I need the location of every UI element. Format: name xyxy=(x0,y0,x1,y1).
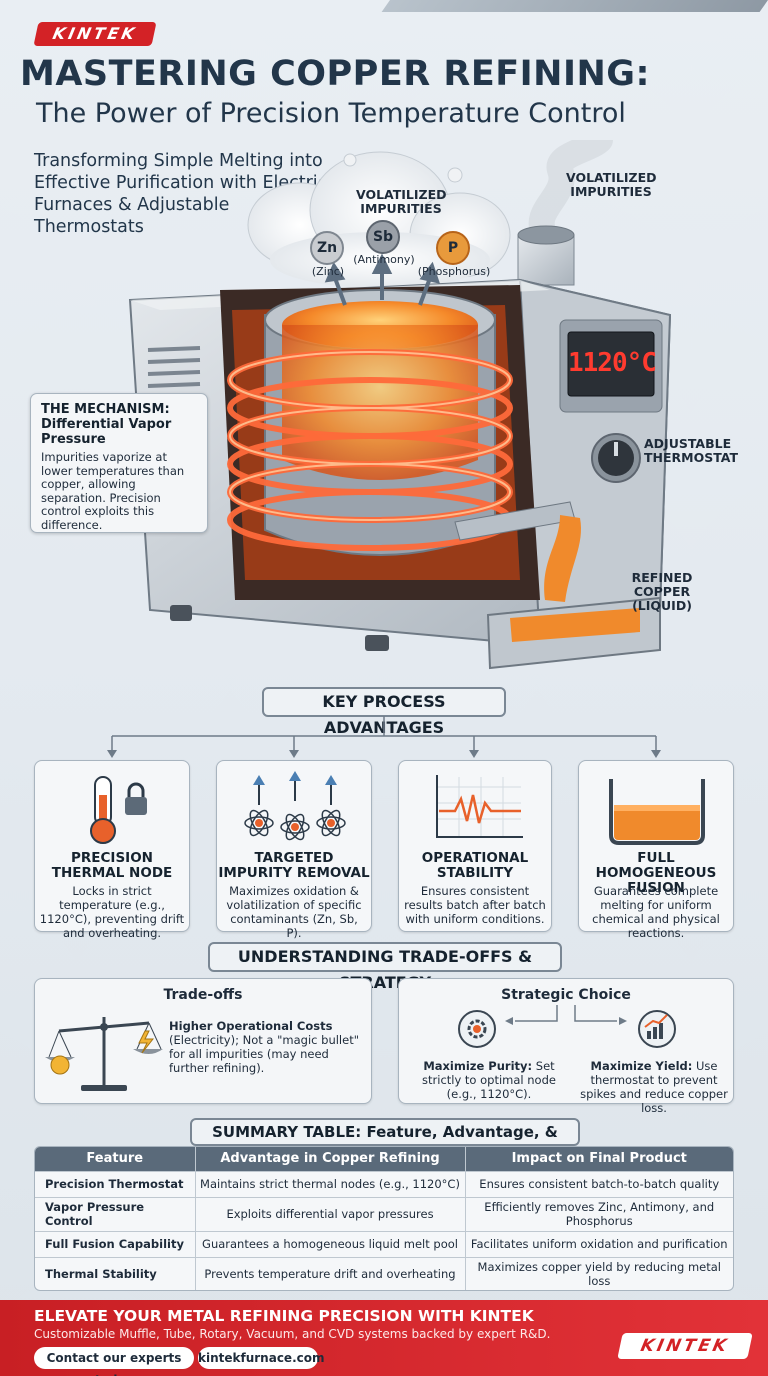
table-cell: Full Fusion Capability xyxy=(35,1230,195,1257)
table-cell: Facilitates uniform oxidation and purifi… xyxy=(464,1230,733,1257)
yield-text: Use thermostat to prevent spikes and red… xyxy=(580,1059,728,1115)
contact-button[interactable]: Contact our experts today xyxy=(34,1347,194,1376)
tradeoffs-title: Trade-offs xyxy=(163,987,243,1003)
table-row: Full Fusion Capability Guarantees a homo… xyxy=(35,1230,733,1257)
phosphorus-icon: P xyxy=(436,231,470,265)
table-cell: Guarantees a homogeneous liquid melt poo… xyxy=(194,1230,465,1257)
advantage-card-3: OPERATIONAL STABILITY Ensures consistent… xyxy=(398,760,552,932)
strategy-title: Strategic Choice xyxy=(501,987,631,1003)
advantages-connector xyxy=(107,716,661,758)
col-advantage: Advantage in Copper Refining xyxy=(194,1147,465,1171)
tradeoffs-detail: (Electricity); Not a "magic bullet" for … xyxy=(169,1033,359,1075)
kintek-logo: KINTEK xyxy=(33,22,157,46)
mechanism-text: Impurities vaporize at lower temperature… xyxy=(41,450,185,532)
tradeoffs-panel: Trade-offs Higher Operational Costs (Ele… xyxy=(34,978,372,1104)
stability-graph-icon xyxy=(436,775,523,838)
table-cell: Thermal Stability xyxy=(35,1256,195,1290)
top-decor-bar xyxy=(381,0,768,12)
table-cell: Efficiently removes Zinc, Antimony, and … xyxy=(464,1196,733,1231)
table-cell: Exploits differential vapor pressures xyxy=(194,1196,465,1231)
summary-table: Feature Advantage in Copper Refining Imp… xyxy=(34,1146,734,1291)
table-cell: Precision Thermostat xyxy=(35,1170,195,1197)
thermometer-lock-icon xyxy=(90,776,147,844)
refined-copper-label: REFINED COPPER (LIQUID) xyxy=(631,570,693,613)
footer-title: ELEVATE YOUR METAL REFINING PRECISION WI… xyxy=(34,1307,534,1325)
advantage-text-2: Maximizes oxidation & volatilization of … xyxy=(226,884,362,940)
page-subtitle: The Power of Precision Temperature Contr… xyxy=(36,98,626,129)
advantage-text-1: Locks in strict temperature (e.g., 1120°… xyxy=(39,884,185,940)
footer-subtitle: Customizable Muffle, Tube, Rotary, Vacuu… xyxy=(34,1327,551,1341)
advantage-text-4: Guarantees complete melting for uniform … xyxy=(592,884,720,940)
table-cell: Maintains strict thermal nodes (e.g., 11… xyxy=(194,1170,465,1197)
antimony-icon: Sb xyxy=(366,220,400,254)
mechanism-title: THE MECHANISM: Differential Vapor Pressu… xyxy=(41,402,172,447)
advantage-card-1: PRECISION THERMAL NODE Locks in strict t… xyxy=(34,760,190,940)
advantage-title-1: PRECISION THERMAL NODE xyxy=(51,850,173,881)
furnace-illustration xyxy=(128,140,672,670)
strategy-diagram xyxy=(458,1005,676,1048)
advantage-title-3: OPERATIONAL STABILITY xyxy=(421,850,529,881)
thermostat-label: ADJUSTABLE THERMOSTAT xyxy=(644,436,739,465)
atoms-up-icon xyxy=(244,771,346,841)
strategy-panel: Strategic Choice Maximize Purity: Set st… xyxy=(398,978,734,1115)
temperature-display: 1120°C xyxy=(568,348,657,378)
col-impact: Impact on Final Product xyxy=(464,1147,733,1171)
tagline: Transforming Simple Melting into Effecti… xyxy=(34,151,328,237)
advantage-text-3: Ensures consistent results batch after b… xyxy=(404,884,546,926)
col-feature: Feature xyxy=(35,1147,195,1171)
advantage-title-2: TARGETED IMPURITY REMOVAL xyxy=(218,850,370,881)
table-row: Precision Thermostat Maintains strict th… xyxy=(35,1170,733,1197)
table-cell: Maximizes copper yield by reducing metal… xyxy=(464,1256,733,1290)
cloud-impurities-label: VOLATILIZED IMPURITIES xyxy=(356,187,447,216)
purity-bold: Maximize Purity: xyxy=(423,1059,533,1073)
zinc-label: (Zinc) xyxy=(311,265,345,278)
tradeoffs-text: Higher Operational Costs (Electricity); … xyxy=(169,1019,365,1075)
table-cell: Prevents temperature drift and overheati… xyxy=(194,1256,465,1290)
page-title: MASTERING COPPER REFINING: xyxy=(20,54,650,94)
chimney-impurities-label: VOLATILIZED IMPURITIES xyxy=(566,170,657,199)
crucible-icon xyxy=(609,779,705,845)
tradeoffs-bold: Higher Operational Costs xyxy=(169,1019,333,1033)
balance-scale-icon xyxy=(45,1017,163,1091)
advantage-card-4: FULL HOMOGENEOUS FUSION Guarantees compl… xyxy=(578,760,734,940)
yield-bold: Maximize Yield: xyxy=(590,1059,693,1073)
table-cell: Ensures consistent batch-to-batch qualit… xyxy=(464,1170,733,1197)
zinc-icon: Zn xyxy=(310,231,344,265)
purity-text: Set strictly to optimal node (e.g., 1120… xyxy=(422,1059,556,1101)
purity-option: Maximize Purity: Set strictly to optimal… xyxy=(413,1059,565,1101)
yield-option: Maximize Yield: Use thermostat to preven… xyxy=(573,1059,735,1115)
phosphorus-label: (Phosphorus) xyxy=(417,265,491,278)
summary-heading: SUMMARY TABLE: Feature, Advantage, & Imp… xyxy=(190,1118,580,1165)
table-cell: Vapor Pressure Control xyxy=(35,1196,195,1231)
tradeoffs-heading: UNDERSTANDING TRADE-OFFS & STRATEGY xyxy=(208,942,562,992)
advantage-card-2: TARGETED IMPURITY REMOVAL Maximizes oxid… xyxy=(216,760,372,940)
advantages-heading: KEY PROCESS ADVANTAGES xyxy=(262,687,506,737)
table-row: Thermal Stability Prevents temperature d… xyxy=(35,1256,733,1290)
antimony-label: (Antimony) xyxy=(353,253,415,266)
mechanism-callout: THE MECHANISM: Differential Vapor Pressu… xyxy=(30,393,208,533)
website-link[interactable]: kintekfurnace.com xyxy=(198,1347,325,1369)
advantage-title-4: FULL HOMOGENEOUS FUSION xyxy=(595,850,717,896)
kintek-logo-footer: KINTEK xyxy=(617,1333,753,1359)
table-row: Vapor Pressure Control Exploits differen… xyxy=(35,1196,733,1231)
